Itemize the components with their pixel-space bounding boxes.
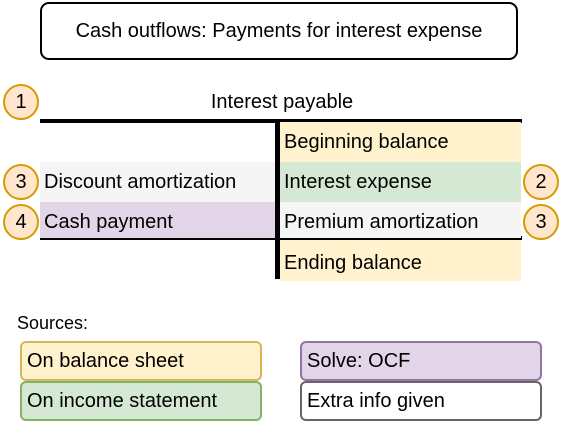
row-discount-amortization: Discount amortization [40, 162, 275, 202]
step-badge-discount-amortization: 3 [3, 164, 39, 200]
row-ending-balance: Ending balance [280, 240, 521, 281]
t-account-heading: Interest payable [210, 91, 354, 113]
legend-title: Sources: [17, 313, 89, 333]
t-account-center-rule [275, 120, 280, 279]
t-account-top-rule [40, 119, 522, 123]
step-badge-premium-amortization: 3 [523, 204, 559, 240]
step-badge-cash-payment: 4 [3, 204, 39, 240]
legend-item-solve-ocf: Solve: OCF [300, 341, 542, 381]
row-interest-expense: Interest expense [280, 162, 521, 202]
t-account-bottom-rule [40, 236, 522, 240]
row-cash-payment: Cash payment [40, 202, 275, 238]
diagram-title: Cash outflows: Payments for interest exp… [40, 2, 518, 60]
step-badge-interest-expense: 2 [523, 164, 559, 200]
step-badge-heading: 1 [3, 84, 39, 120]
legend-item-income-statement: On income statement [20, 381, 262, 421]
row-premium-amortization: Premium amortization [280, 202, 521, 238]
row-beginning-balance: Beginning balance [280, 122, 521, 162]
legend-item-extra-info: Extra info given [300, 381, 542, 421]
legend-item-balance-sheet: On balance sheet [20, 341, 262, 381]
